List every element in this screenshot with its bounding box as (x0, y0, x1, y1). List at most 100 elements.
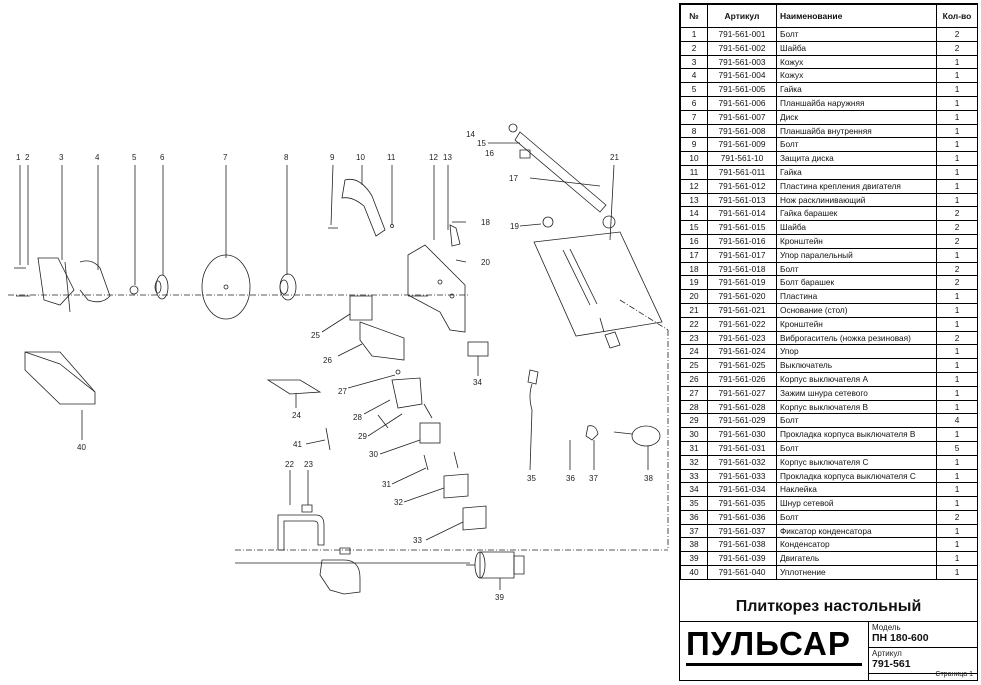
cell-qty: 1 (936, 192, 978, 208)
cell-qty: 4 (936, 413, 978, 429)
callout-4: 4 (95, 153, 100, 162)
cell-article: 791-561-014 (707, 206, 777, 222)
cell-num: 34 (680, 482, 708, 498)
callout-6: 6 (160, 153, 165, 162)
cell-article: 791-561-001 (707, 27, 777, 42)
cell-article: 791-561-011 (707, 164, 777, 180)
cell-qty: 2 (936, 220, 978, 235)
cell-num: 25 (680, 358, 708, 373)
callout-15: 15 (477, 139, 486, 148)
cell-article: 791-561-018 (707, 261, 777, 277)
cell-qty: 1 (936, 123, 978, 139)
callout-20: 20 (481, 258, 490, 267)
cell-num: 9 (680, 137, 708, 153)
cell-qty: 2 (936, 233, 978, 249)
callout-38: 38 (644, 474, 653, 483)
cell-qty: 1 (936, 523, 978, 539)
cell-num: 16 (680, 233, 708, 249)
product-title: Плиткорез настольный (680, 592, 977, 622)
cell-article: 791-561-023 (707, 330, 777, 346)
cell-num: 37 (680, 523, 708, 539)
header-num: № (680, 4, 708, 28)
callout-22: 22 (285, 460, 294, 469)
cell-qty: 1 (936, 137, 978, 153)
cell-qty: 2 (936, 330, 978, 346)
cell-name: Шайба (776, 220, 937, 235)
cell-num: 1 (680, 27, 708, 42)
cell-article: 791-561-030 (707, 427, 777, 442)
cell-qty: 1 (936, 551, 978, 567)
callout-3: 3 (59, 153, 64, 162)
cell-name: Планшайба наружняя (776, 95, 937, 111)
callout-19: 19 (510, 222, 519, 231)
cell-name: Корпус выключателя С (776, 454, 937, 470)
cell-num: 4 (680, 68, 708, 84)
cell-name: Болт барашек (776, 275, 937, 291)
spec-frame (679, 3, 978, 681)
cell-num: 7 (680, 109, 708, 125)
brand-logo: ПУЛЬСАР (686, 625, 851, 662)
cell-name: Корпус выключателя А (776, 371, 937, 387)
article-label: Артикул (872, 649, 902, 658)
cell-article: 791-561-008 (707, 123, 777, 139)
cell-num: 23 (680, 330, 708, 346)
cell-qty: 1 (936, 316, 978, 332)
page-number: Страница 1 (935, 671, 973, 678)
callout-10: 10 (356, 153, 365, 162)
cell-name: Гайка (776, 82, 937, 97)
callout-11: 11 (387, 153, 396, 162)
header-name: Наименование (776, 4, 937, 28)
cell-article: 791-561-019 (707, 275, 777, 291)
cell-article: 791-561-039 (707, 551, 777, 567)
cell-qty: 1 (936, 95, 978, 111)
callout-39: 39 (495, 593, 504, 602)
cell-qty: 1 (936, 109, 978, 125)
cell-name: Основание (стол) (776, 302, 937, 318)
cell-article: 791-561-005 (707, 82, 777, 97)
cell-name: Гайка барашек (776, 206, 937, 222)
cell-qty: 1 (936, 565, 978, 580)
callout-29: 29 (358, 432, 367, 441)
cell-name: Зажим шнура сетевого (776, 385, 937, 401)
callout-17: 17 (509, 174, 518, 183)
cell-article: 791-561-006 (707, 95, 777, 111)
callout-27: 27 (338, 387, 347, 396)
cell-name: Кожух (776, 54, 937, 70)
cell-article: 791-561-016 (707, 233, 777, 249)
cell-article: 791-561-017 (707, 247, 777, 263)
callout-23: 23 (304, 460, 313, 469)
cell-article: 791-561-040 (707, 565, 777, 580)
callout-40: 40 (77, 443, 86, 452)
cell-qty: 1 (936, 454, 978, 470)
cell-num: 28 (680, 399, 708, 415)
callout-35: 35 (527, 474, 536, 483)
cell-article: 791-561-007 (707, 109, 777, 125)
callout-9: 9 (330, 153, 335, 162)
callout-16: 16 (485, 149, 494, 158)
cell-qty: 1 (936, 385, 978, 401)
cell-num: 40 (680, 565, 708, 580)
cell-qty: 2 (936, 261, 978, 277)
cell-num: 3 (680, 54, 708, 70)
header-article: Артикул (707, 4, 777, 28)
cell-num: 8 (680, 123, 708, 139)
cell-article: 791-561-015 (707, 220, 777, 235)
